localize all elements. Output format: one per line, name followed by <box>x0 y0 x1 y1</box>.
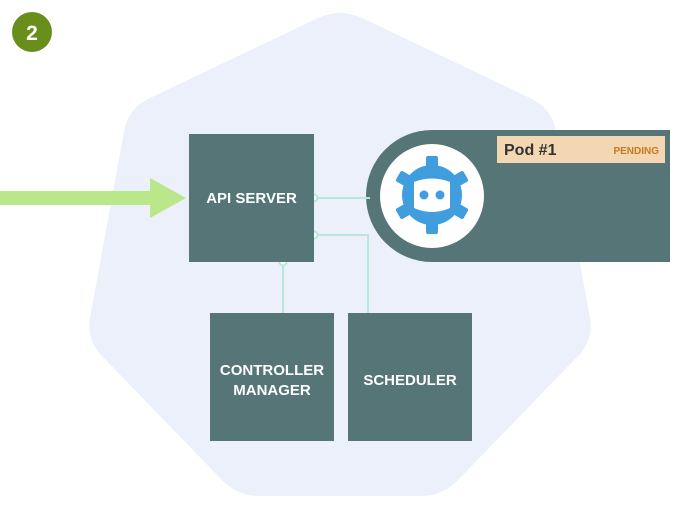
connectors <box>282 197 370 314</box>
api-server-box: API SERVER <box>189 134 314 262</box>
api-server-label: API SERVER <box>206 190 297 207</box>
controller-manager-box: CONTROLLER MANAGER <box>210 313 334 441</box>
step-badge: 2 <box>12 12 52 52</box>
connector-api-to-scheduler <box>314 234 369 314</box>
etcd-icon <box>380 144 484 248</box>
step-number: 2 <box>26 22 38 45</box>
pod-name: Pod #1 <box>504 142 557 159</box>
pod-card: Pod #1 PENDING <box>366 130 670 262</box>
pod-label-bar <box>497 136 665 163</box>
pod-status: PENDING <box>613 146 659 157</box>
controller-manager-label-line2: MANAGER <box>233 382 311 399</box>
controller-manager-label-line1: CONTROLLER <box>220 362 324 379</box>
scheduler-label: SCHEDULER <box>363 372 457 389</box>
incoming-request-arrow-icon <box>0 178 186 218</box>
scheduler-box: SCHEDULER <box>348 313 472 441</box>
